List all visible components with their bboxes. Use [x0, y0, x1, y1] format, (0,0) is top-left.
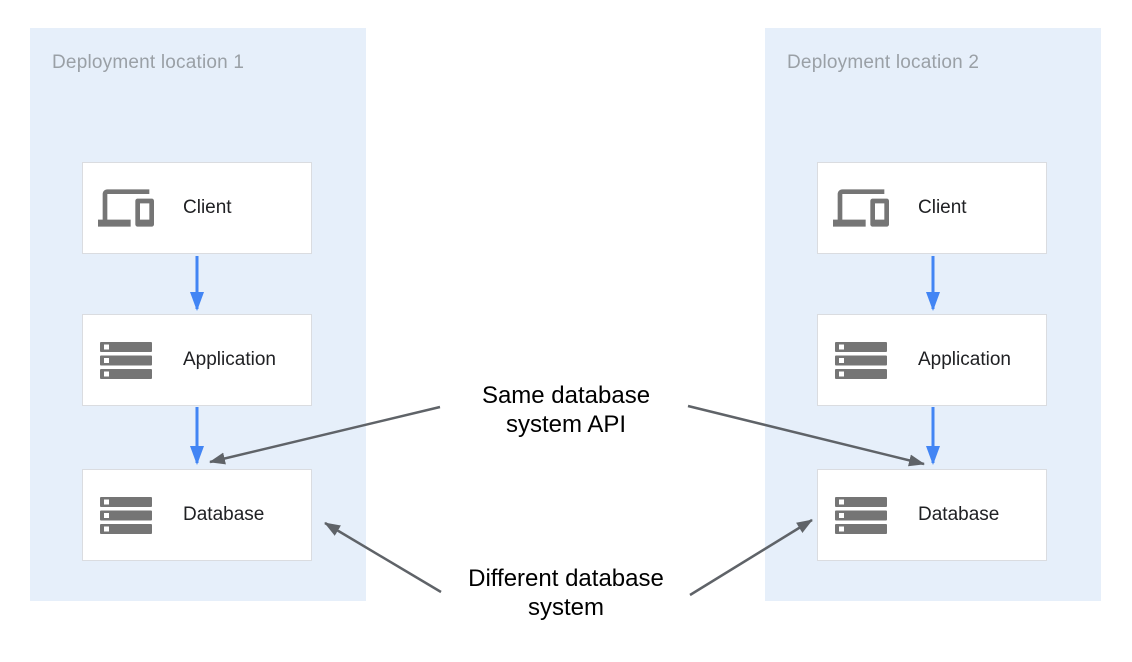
deployment-panel-2: Deployment location 2 Client: [765, 28, 1101, 601]
node-label: Database: [918, 504, 1000, 525]
application-node: Application: [82, 314, 312, 406]
server-stack-icon: [832, 341, 890, 379]
client-node: Client: [82, 162, 312, 254]
database-node: Database: [82, 469, 312, 561]
node-label: Application: [183, 349, 276, 370]
node-label: Database: [183, 504, 265, 525]
server-stack-icon: [97, 341, 155, 379]
node-label: Client: [918, 197, 967, 218]
server-stack-icon: [832, 496, 890, 534]
annotation-different-database-system: Different database system: [468, 565, 664, 621]
panel-title: Deployment location 2: [787, 52, 980, 73]
client-node: Client: [817, 162, 1047, 254]
node-label: Application: [918, 349, 1011, 370]
annotation-same-database-api: Same database system API: [481, 382, 651, 438]
devices-icon: [832, 187, 890, 229]
devices-icon: [97, 187, 155, 229]
node-label: Client: [183, 197, 232, 218]
panel-title: Deployment location 1: [52, 52, 245, 73]
deployment-panel-1: Deployment location 1 Client: [30, 28, 366, 601]
server-stack-icon: [97, 496, 155, 534]
application-node: Application: [817, 314, 1047, 406]
database-node: Database: [817, 469, 1047, 561]
